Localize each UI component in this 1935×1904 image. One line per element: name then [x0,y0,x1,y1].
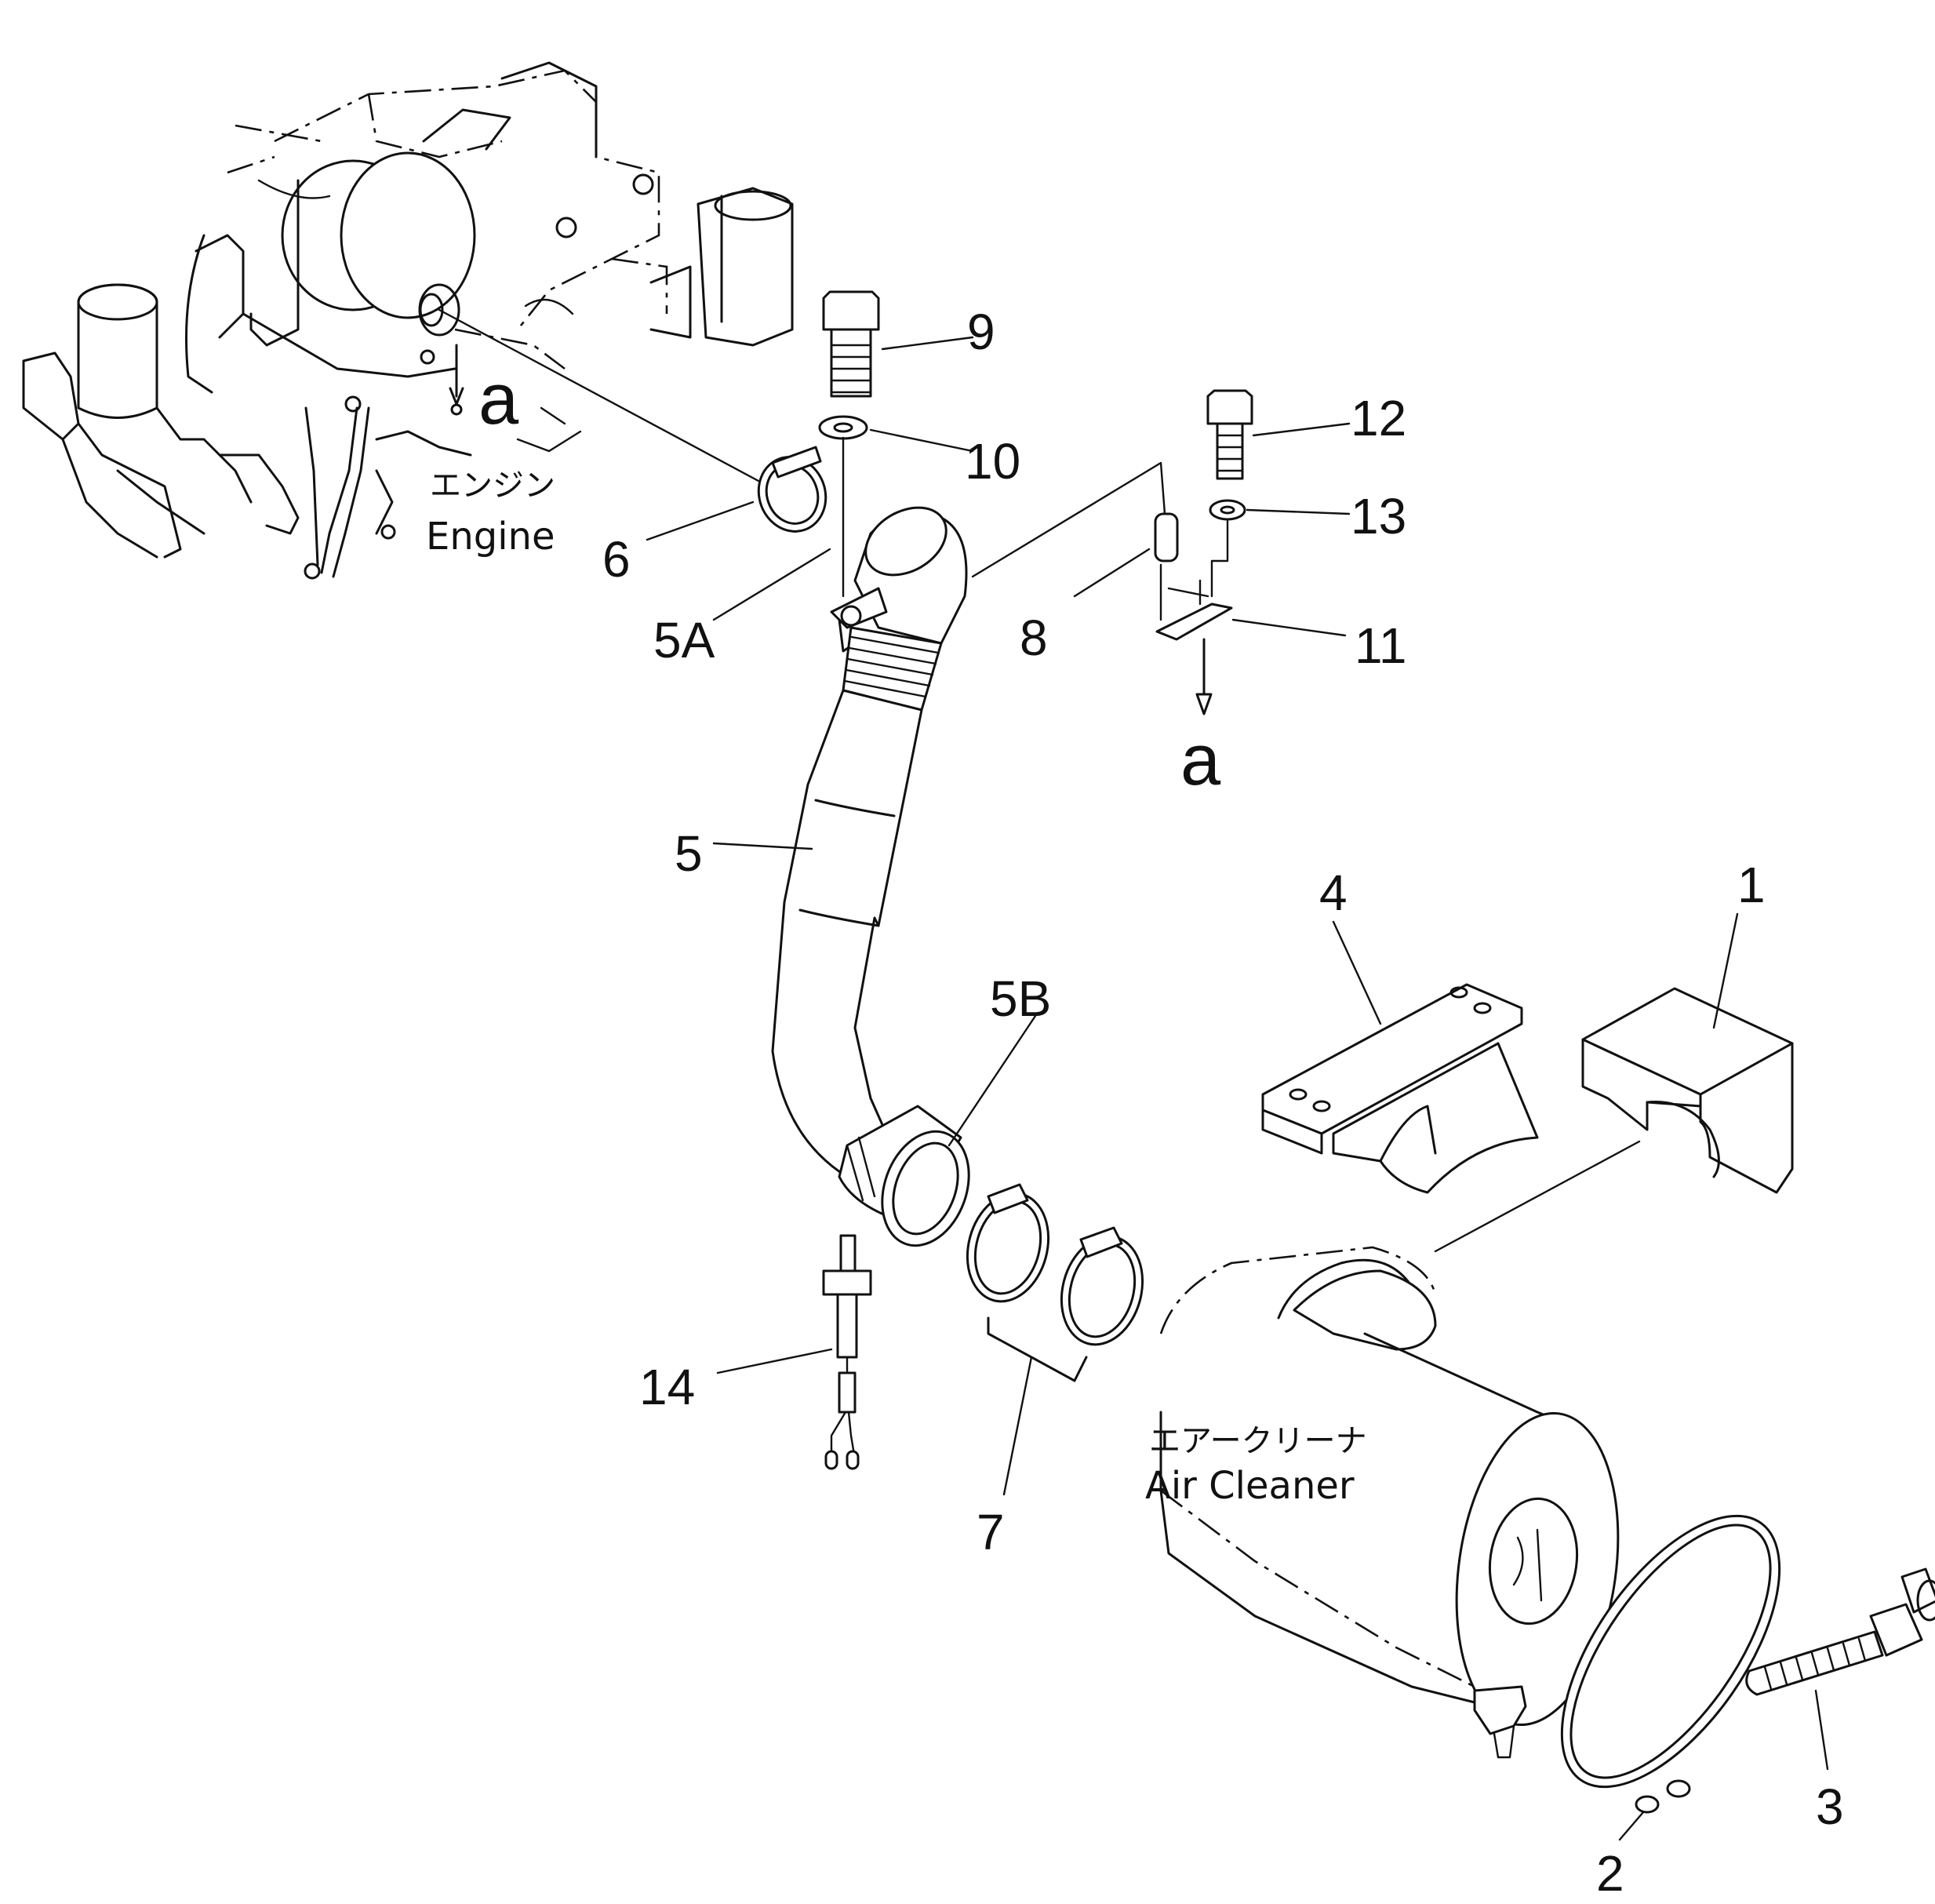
reference-a-bracket: a [1180,638,1221,800]
hose-clamp-7a [966,1183,1050,1303]
callout-12: 12 [1351,390,1406,446]
bolt-3 [1745,1567,1935,1696]
callout-8: 8 [1020,610,1048,666]
callout-4: 4 [1319,865,1348,921]
mounting-pad-1 [1581,987,1794,1194]
hose-clamp-7b [1060,1226,1144,1346]
ref-a-bracket-label: a [1180,720,1221,800]
engine-label-jp: エンジン [430,468,555,504]
washer-13 [1209,499,1246,521]
engine-filter-right [649,187,794,347]
air-cleaner-body [1159,1246,1620,1759]
mounting-band-2 [1560,1514,1781,1814]
leader-lines [646,336,1829,1841]
air-cleaner-label: Air Cleaner [1145,1464,1355,1508]
callout-14: 14 [639,1359,695,1415]
mounting-bracket-4 [1261,983,1539,1194]
engine-assembly [22,61,794,580]
callout-6: 6 [602,531,631,588]
callout-5: 5 [675,825,703,882]
callout-5a: 5A [653,612,715,668]
callout-7: 7 [977,1504,1005,1560]
bracket-11 [1155,579,1233,641]
callout-5b: 5B [990,970,1051,1027]
fuel-filter [77,283,158,419]
callout-10: 10 [965,433,1020,490]
restriction-sensor-14 [822,1234,872,1470]
bolt-9 [822,290,880,398]
washer-10 [818,415,868,440]
pin-8 [1154,512,1179,562]
air-cleaner-label-jp: エアークリーナ [1149,1423,1367,1459]
hose-clamp-6 [757,446,827,533]
callouts: 9 10 6 5A 12 13 8 11 5 5B 4 1 14 7 3 2 [602,304,1844,1902]
bolt-12 [1206,389,1253,480]
intake-hose-5 [771,506,970,1247]
reference-a-engine: a [449,344,519,439]
engine-label: Engine [426,515,555,559]
callout-13: 13 [1351,488,1406,544]
callout-3: 3 [1816,1778,1844,1835]
callout-1: 1 [1737,857,1766,913]
callout-9: 9 [967,304,995,360]
ref-a-engine-label: a [478,359,519,439]
callout-2: 2 [1596,1845,1624,1902]
callout-11: 11 [1355,617,1406,674]
